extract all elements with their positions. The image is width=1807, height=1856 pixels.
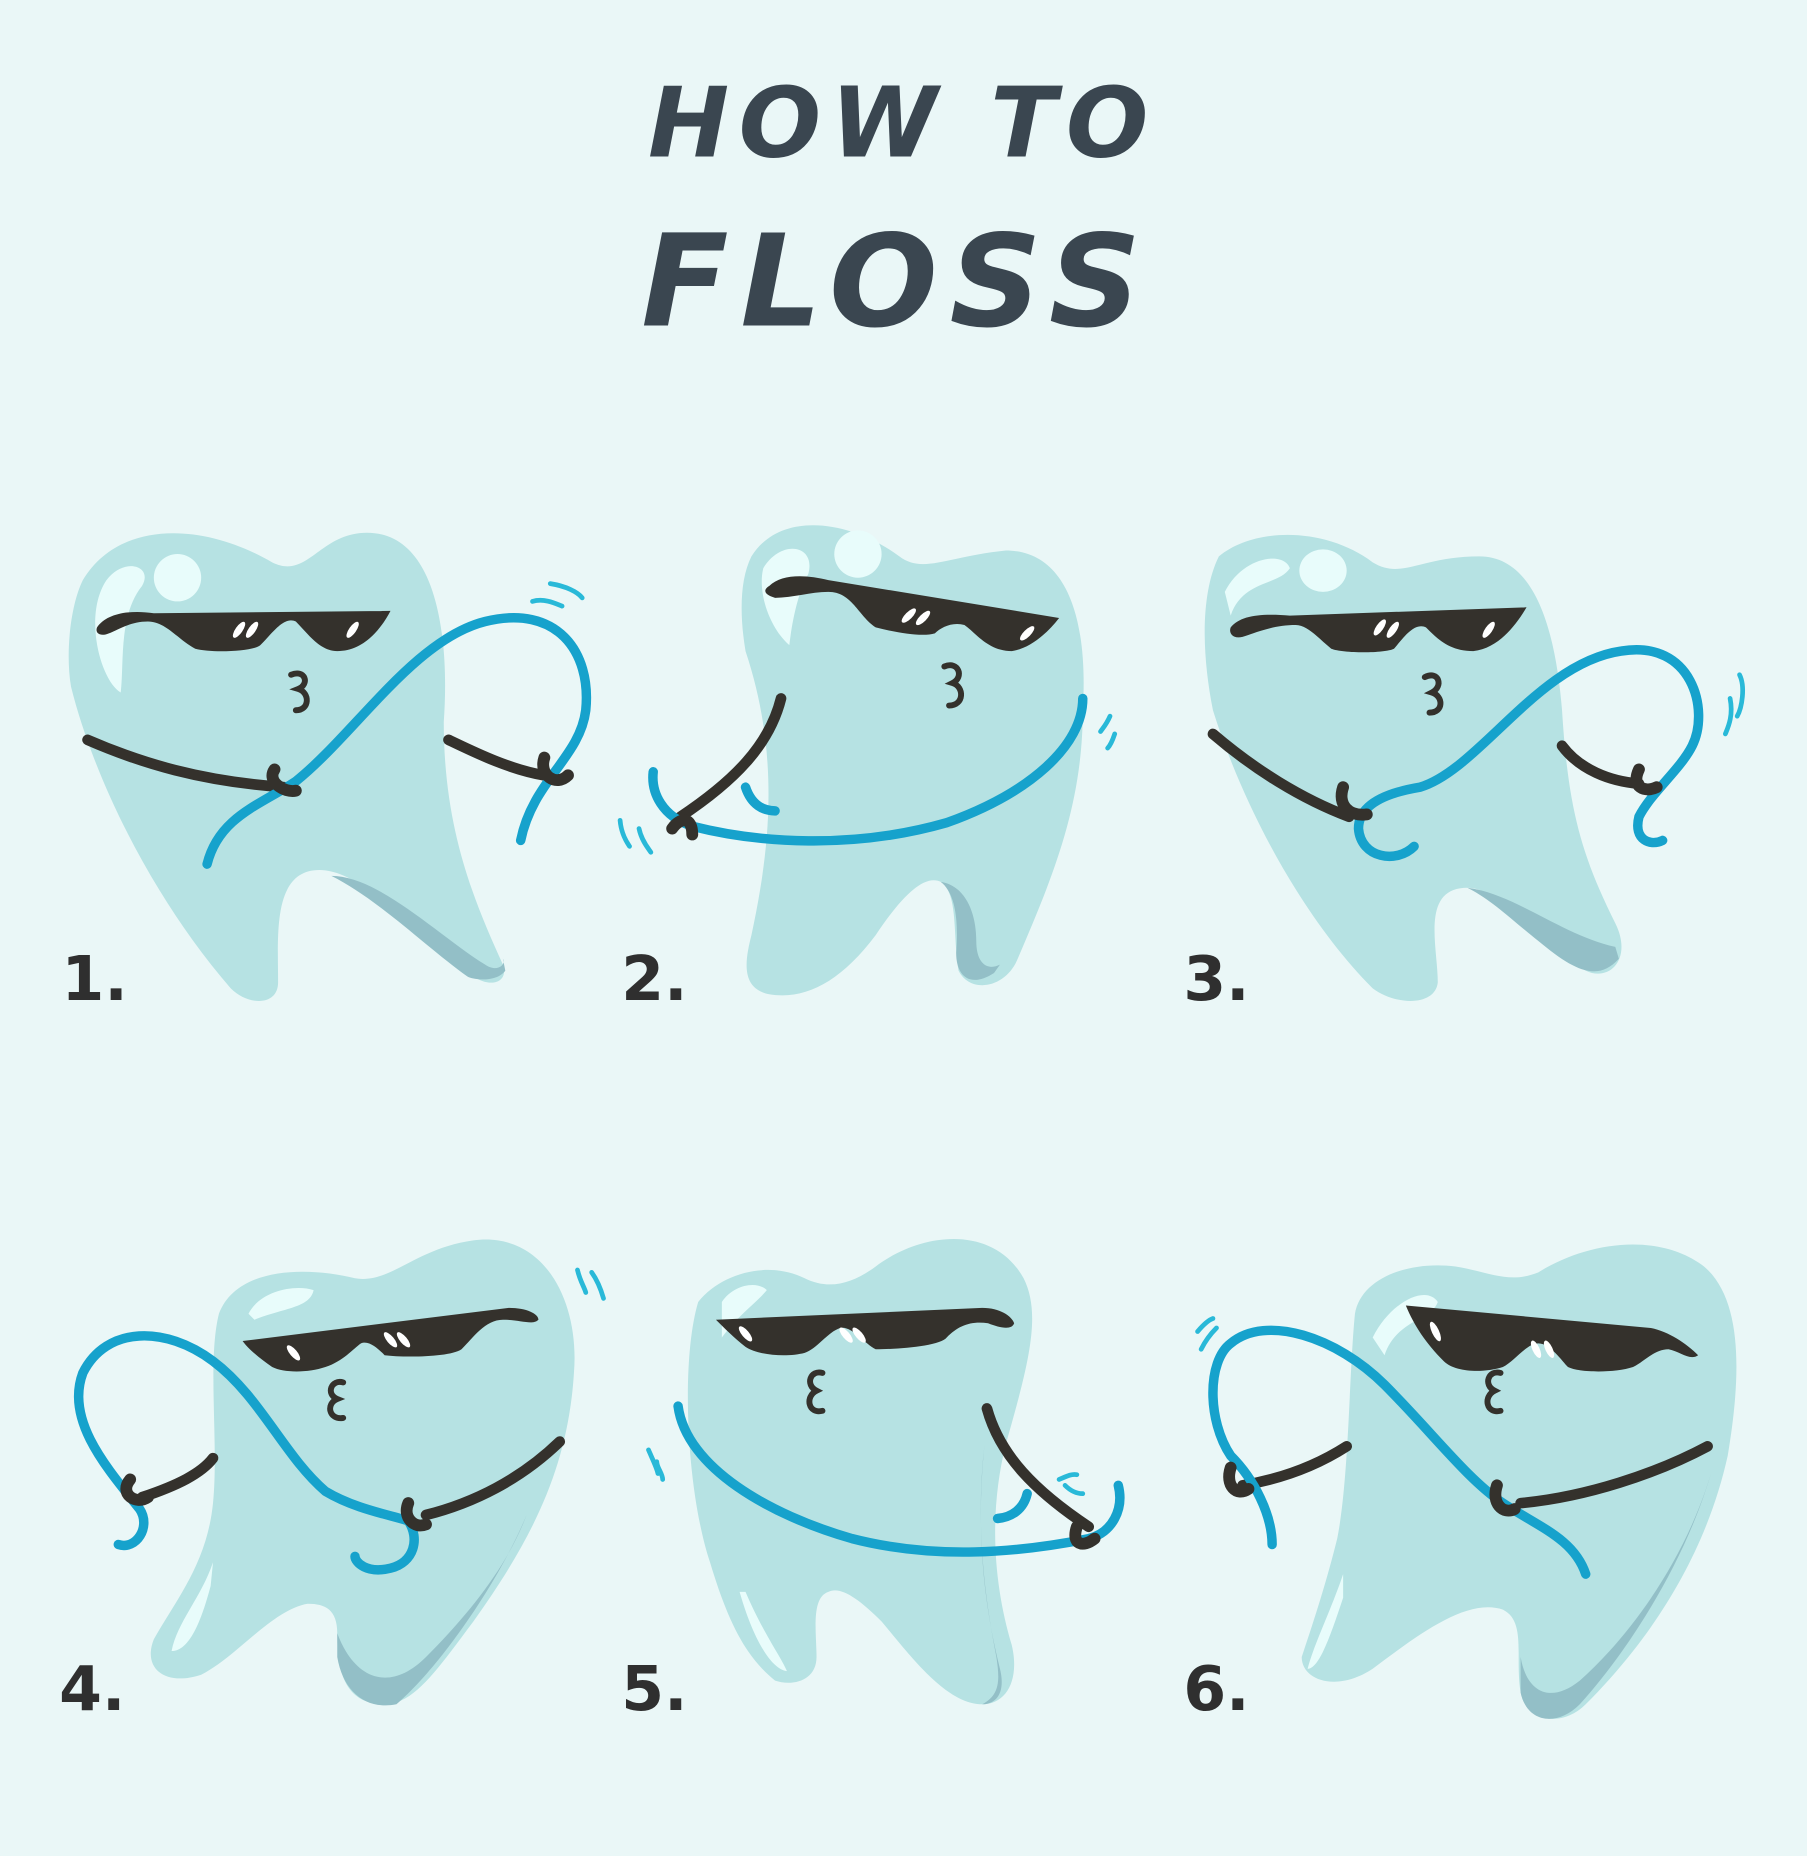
arm [981,1403,1095,1533]
step-number: 3. [1183,943,1249,1015]
sunglasses-icon [242,1307,539,1372]
step-3: 3. [1183,534,1746,1015]
sunglasses-icon [765,576,1060,652]
hand [537,751,574,786]
title-line-1: HOW TO [648,66,1158,179]
step-5: 5. [621,1239,1125,1725]
motion-lines [1195,1316,1219,1352]
floss-string [1353,645,1704,862]
floss-string [992,1488,1032,1524]
left-arm [1237,1440,1352,1491]
hand [1489,1479,1521,1517]
hand [400,1497,432,1532]
sunglasses-icon [715,1307,1015,1356]
kiss-mouth-icon [806,1369,826,1415]
motion-lines [575,1267,606,1301]
hand [666,814,699,841]
sunglasses-icon [1230,607,1527,653]
sunglasses-icon [1405,1305,1699,1372]
kiss-mouth-icon [288,670,310,714]
hand [120,1473,154,1506]
floss-string [202,613,592,869]
floss-string [73,1331,419,1575]
step-1: 1. [62,532,592,1015]
floss-string [740,782,780,816]
hand [1223,1461,1255,1498]
right-arm [443,734,550,781]
left-arm [82,734,290,793]
tooth-icon [68,532,506,1002]
step-number: 5. [621,1653,687,1725]
motion-lines [617,713,1118,855]
hand [1335,781,1373,821]
right-arm [420,1436,566,1521]
kiss-mouth-icon [941,662,964,709]
right-arm [1515,1440,1713,1509]
hand [1630,763,1663,796]
step-number: 6. [1183,1653,1249,1725]
sunglasses-icon [96,610,391,652]
tooth-icon [1204,534,1622,1002]
step-number: 2. [621,943,687,1015]
step-number: 4. [59,1653,125,1725]
left-arm [136,1452,219,1503]
floss-string [648,693,1088,846]
tooth-icon [687,1239,1033,1705]
left-arm [1207,728,1355,823]
floss-string [673,1401,1125,1557]
kiss-mouth-icon [1484,1369,1504,1415]
kiss-mouth-icon [1421,672,1444,716]
step-2: 2. [617,525,1118,1015]
motion-lines [1722,672,1746,737]
title-line-2: FLOSS [641,208,1153,357]
tooth-icon [150,1239,575,1706]
right-arm [1556,740,1645,789]
hand [1069,1520,1101,1550]
kiss-mouth-icon [327,1378,347,1421]
motion-lines [530,581,585,609]
step-number: 1. [62,943,128,1015]
motion-lines [646,1447,1086,1497]
tooth-icon [1301,1244,1737,1719]
step-4: 4. [59,1239,606,1725]
title: HOW TO FLOSS [641,66,1158,357]
hand [266,763,302,797]
step-6: 6. [1183,1244,1737,1725]
arm [675,693,787,823]
